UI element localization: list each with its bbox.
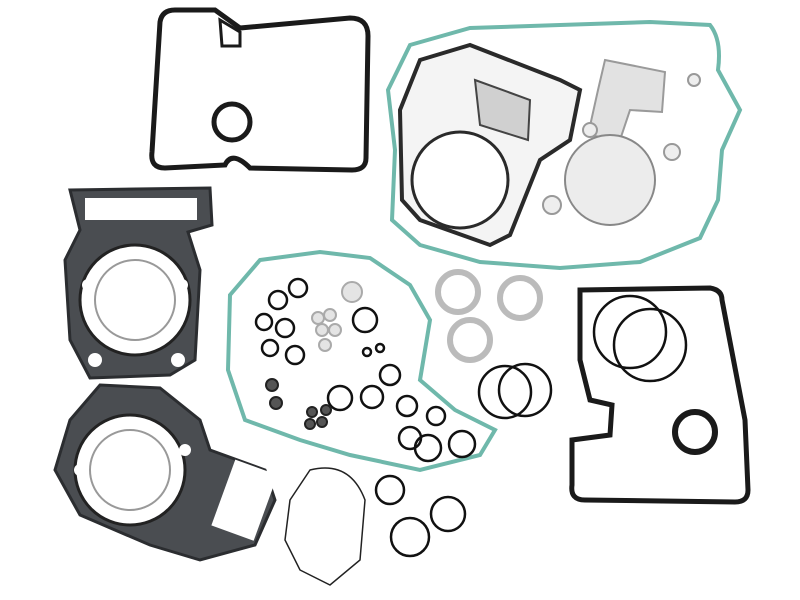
thin-cover-gasket: [284, 467, 366, 586]
valve-cover-gasket-right: [569, 285, 751, 505]
valve-cover-ring-right: [672, 409, 718, 455]
small-washer: [582, 122, 598, 138]
cylinder-base-inner: [473, 78, 532, 142]
small-washer: [687, 73, 701, 87]
head-gasket-lower: [53, 383, 278, 562]
oil-seals: [265, 378, 332, 430]
small-washer: [663, 143, 681, 161]
valve-cover-ring: [211, 101, 253, 143]
valve-cover-o-rings: [592, 294, 688, 383]
metal-washers: [311, 281, 363, 352]
o-ring-set: [254, 277, 477, 558]
valve-cover-notch: [218, 17, 242, 48]
metal-shim: [586, 58, 667, 142]
metal-disc: [564, 134, 656, 226]
clutch-cover-gasket: [225, 249, 498, 473]
exhaust-rings: [435, 269, 543, 363]
head-gasket-upper: [63, 186, 214, 380]
crankcase-cover-gasket: [385, 19, 743, 271]
large-o-rings: [477, 362, 553, 420]
small-washer: [542, 195, 562, 215]
valve-cover-gasket-top: [149, 7, 371, 173]
cylinder-bore: [410, 130, 510, 230]
